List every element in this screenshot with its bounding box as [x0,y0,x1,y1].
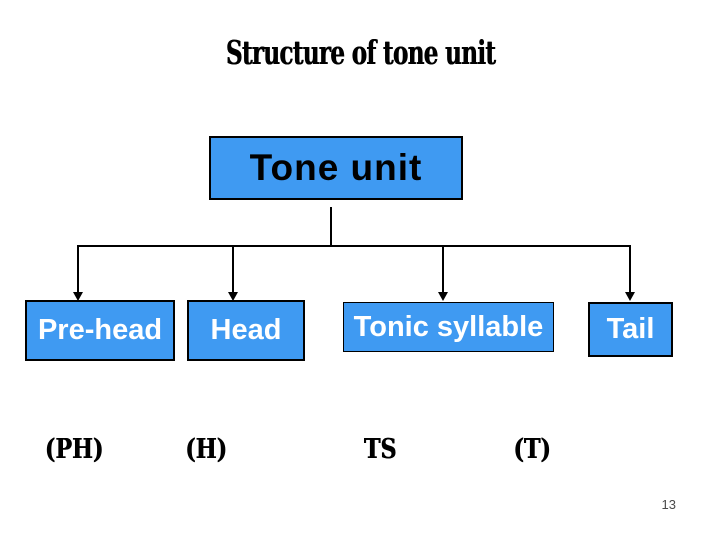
arrow-line [629,245,631,293]
tail-abbr: (T) [513,434,551,465]
arrow-down-icon [228,292,238,301]
pre-head-box: Pre-head [25,300,175,361]
page-number: 13 [661,497,676,512]
tonic-syllable-box: Tonic syllable [343,302,554,352]
pre-head-abbr: (PH) [44,434,104,465]
title-container: Structure of tone unit [0,33,720,72]
tail-box: Tail [588,302,673,357]
tone-unit-label: Tone unit [249,147,423,188]
connector-root-stub [330,207,332,245]
head-abbr: (H) [185,434,227,465]
tonic-syllable-abbr: TS [363,434,397,465]
head-label: Head [210,314,282,346]
arrow-down-icon [438,292,448,301]
arrow-line [77,245,79,293]
arrow-down-icon [625,292,635,301]
slide-title: Structure of tone unit [225,33,495,72]
head-box: Head [187,300,305,361]
tonic-syllable-label: Tonic syllable [353,310,544,343]
tone-unit-box: Tone unit [209,136,463,200]
arrow-line [442,245,444,293]
connector-horizontal-line [77,245,631,247]
pre-head-label: Pre-head [37,314,163,346]
tail-label: Tail [606,313,655,345]
arrow-down-icon [73,292,83,301]
arrow-line [232,245,234,293]
